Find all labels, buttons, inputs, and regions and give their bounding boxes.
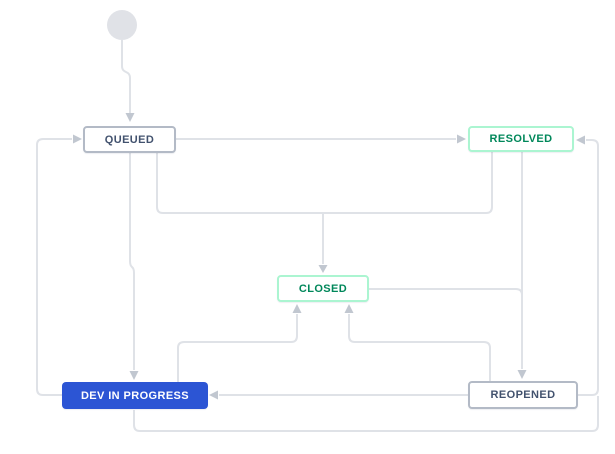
edge-dev-in-progress-queued[interactable] (36, 134, 82, 396)
edge-dev-in-progress-closed[interactable] (177, 304, 302, 382)
status-reopened[interactable]: REOPENED (468, 381, 578, 409)
status-resolved-label: RESOLVED (489, 133, 553, 145)
edge-reopened-resolved[interactable] (576, 135, 599, 396)
edge-queued-closed[interactable] (156, 153, 323, 214)
status-closed[interactable]: CLOSED (277, 275, 369, 302)
status-dev-in-progress[interactable]: DEV IN PROGRESS (62, 382, 208, 409)
edge-queued-dev-in-progress[interactable] (129, 153, 139, 380)
status-closed-label: CLOSED (298, 282, 348, 295)
status-queued[interactable]: QUEUED (83, 126, 176, 153)
edge-dev-in-progress-resolved[interactable] (133, 396, 599, 432)
status-resolved[interactable]: RESOLVED (468, 126, 574, 152)
edge-queued-resolved[interactable] (176, 134, 466, 144)
edge-resolved-reopened[interactable] (517, 152, 527, 379)
edge-closed-reopened[interactable] (369, 288, 523, 340)
edge-reopened-closed[interactable] (344, 304, 491, 381)
edge-resolved-closed[interactable] (318, 152, 493, 273)
status-reopened-label: REOPENED (490, 389, 556, 401)
status-dev-in-progress-label: DEV IN PROGRESS (80, 389, 190, 402)
edge-start-queued[interactable] (121, 40, 135, 122)
status-queued-label: QUEUED (104, 133, 155, 146)
edge-reopened-dev-in-progress[interactable] (209, 390, 468, 400)
start-node[interactable] (107, 10, 137, 40)
